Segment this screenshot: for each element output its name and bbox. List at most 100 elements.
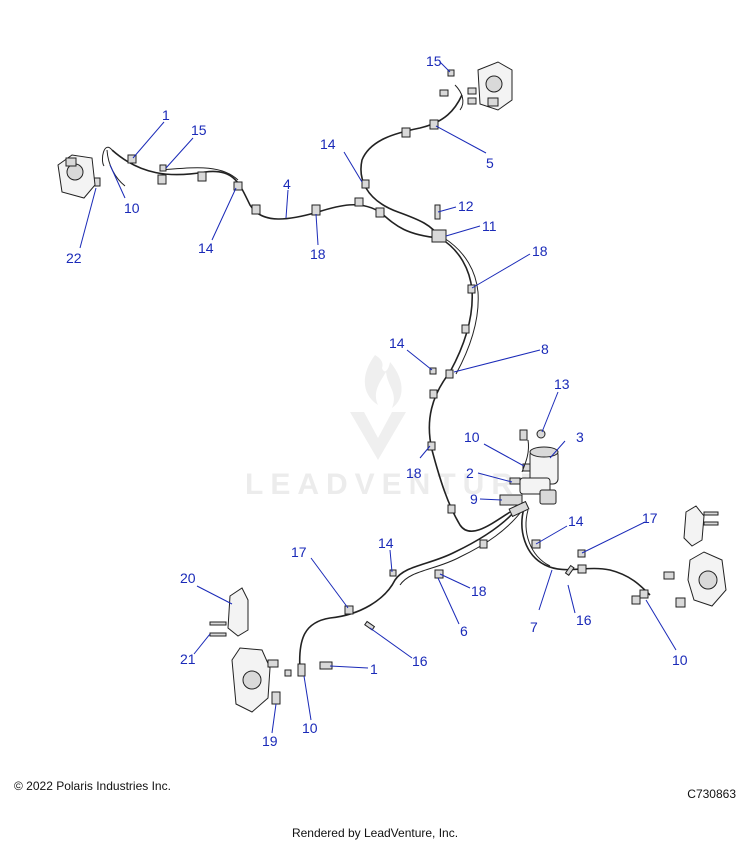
callout-18-lower: 18 (471, 583, 487, 599)
caliper-lower-right (631, 505, 727, 608)
bolt-14e (389, 569, 397, 577)
callout-17-left: 17 (291, 544, 307, 560)
clip-14a (233, 181, 243, 191)
caliper-lower-left-bolt-a (267, 659, 279, 668)
callout-16-left: 16 (412, 653, 428, 669)
brake-line-4-inner (159, 167, 239, 181)
master-cylinder-assembly (499, 429, 559, 518)
washer-lower-left (284, 669, 292, 677)
brake-line-7-inner (525, 509, 551, 567)
brake-line-6 (298, 504, 521, 671)
clip-4e (375, 207, 385, 218)
bolt-right-upper-b (467, 87, 477, 95)
clip-18b (467, 284, 476, 294)
caliper-lower-right-piston (698, 570, 718, 590)
callout-11: 11 (482, 218, 497, 234)
clip-17a (344, 605, 354, 615)
clip-5a (401, 127, 411, 138)
callout-20: 20 (180, 570, 196, 586)
callout-13: 13 (554, 376, 570, 392)
callout-15-right: 15 (426, 53, 442, 69)
callout-1-lower: 1 (370, 661, 378, 677)
callout-4: 4 (283, 176, 291, 192)
banjo-10-lower-left (297, 663, 306, 677)
callout-1-upper: 1 (162, 107, 170, 123)
callout-10-upper-left: 10 (124, 200, 140, 216)
bolt-21a (209, 621, 227, 626)
callout-15-left: 15 (191, 122, 207, 138)
callout-14-right: 14 (568, 513, 584, 529)
callout-10-master: 10 (464, 429, 480, 445)
junction-block-11 (431, 229, 447, 243)
bolt-2 (509, 477, 521, 485)
hose-fitting-10-left (101, 146, 126, 187)
bolt-lower-right-b (703, 521, 719, 526)
bolt-1-upper (127, 154, 137, 164)
rendered-by-notice: Rendered by LeadVenture, Inc. (291, 826, 459, 840)
caliper-upper-right (477, 61, 513, 111)
clip-8d (447, 504, 456, 514)
brake-line-8-inner (443, 237, 479, 375)
bracket-13 (519, 429, 528, 441)
reservoir-cap (529, 446, 559, 458)
nut-13 (536, 429, 546, 439)
clip-18c (427, 441, 436, 451)
banjo-10-lower-right (639, 589, 649, 599)
bolt-12 (434, 204, 441, 220)
proportion-valve-9 (499, 494, 523, 506)
leader-lines (79, 61, 677, 734)
caliper-upper-right-bleeder (487, 97, 499, 107)
callout-17-right: 17 (642, 510, 658, 526)
watermark-flame-icon (364, 355, 402, 408)
callout-6: 6 (460, 623, 468, 639)
clip-4d (354, 197, 364, 207)
clip-17b (577, 549, 586, 558)
callout-labels: 1 15 10 22 14 4 18 14 15 5 12 11 18 14 8… (66, 53, 688, 749)
callout-18-left-mid: 18 (406, 465, 422, 481)
bolt-right-upper-a (467, 97, 477, 105)
callout-14-mid: 14 (389, 335, 405, 351)
clip-6a (479, 539, 488, 549)
bolt-15-left (159, 164, 167, 172)
bolt-1-lower (319, 661, 333, 670)
copyright-notice: © 2022 Polaris Industries Inc. (14, 779, 171, 793)
clip-8b (445, 369, 454, 379)
clip-7a (577, 564, 587, 574)
caliper-lower-left (209, 587, 292, 713)
callout-16-right: 16 (576, 612, 592, 628)
caliper-lower-right-bolt-b (675, 597, 686, 608)
reservoir-hose (521, 439, 529, 473)
washer-lower-right (631, 595, 641, 605)
callout-8: 8 (541, 341, 549, 357)
callout-9: 9 (470, 491, 478, 507)
bracket-lower-right (683, 505, 705, 547)
callout-3: 3 (576, 429, 584, 445)
master-cylinder-outlet (539, 489, 557, 505)
clip-8c (429, 389, 438, 399)
caliper-upper-left-bleeder (65, 157, 77, 167)
clip-5b (429, 119, 439, 130)
callout-2: 2 (466, 465, 474, 481)
bracket-20 (227, 587, 249, 637)
callout-14-upper: 14 (320, 136, 336, 152)
clip-14b (361, 179, 370, 189)
brake-line-5-end (454, 84, 464, 111)
caliper-upper-right-piston (485, 75, 503, 93)
callout-19: 19 (262, 733, 278, 749)
bolt-21b (209, 632, 227, 637)
clips (91, 69, 649, 677)
callout-10-lower-right: 10 (672, 652, 688, 668)
callout-21: 21 (180, 651, 196, 667)
brake-line-4 (111, 149, 441, 239)
callout-18-upper: 18 (310, 246, 326, 262)
bolt-14c (429, 367, 437, 375)
clip-4a (157, 174, 167, 185)
callout-14-lower: 14 (378, 535, 394, 551)
bolt-15-right (447, 69, 455, 77)
callout-18-mid: 18 (532, 243, 548, 259)
watermark: LEADVENTURE (245, 355, 540, 501)
caliper-upper-left (57, 154, 96, 199)
clip-4c (251, 204, 261, 215)
caliper-lower-right-bolt (663, 571, 675, 580)
bolt-right-upper-c (439, 89, 449, 97)
